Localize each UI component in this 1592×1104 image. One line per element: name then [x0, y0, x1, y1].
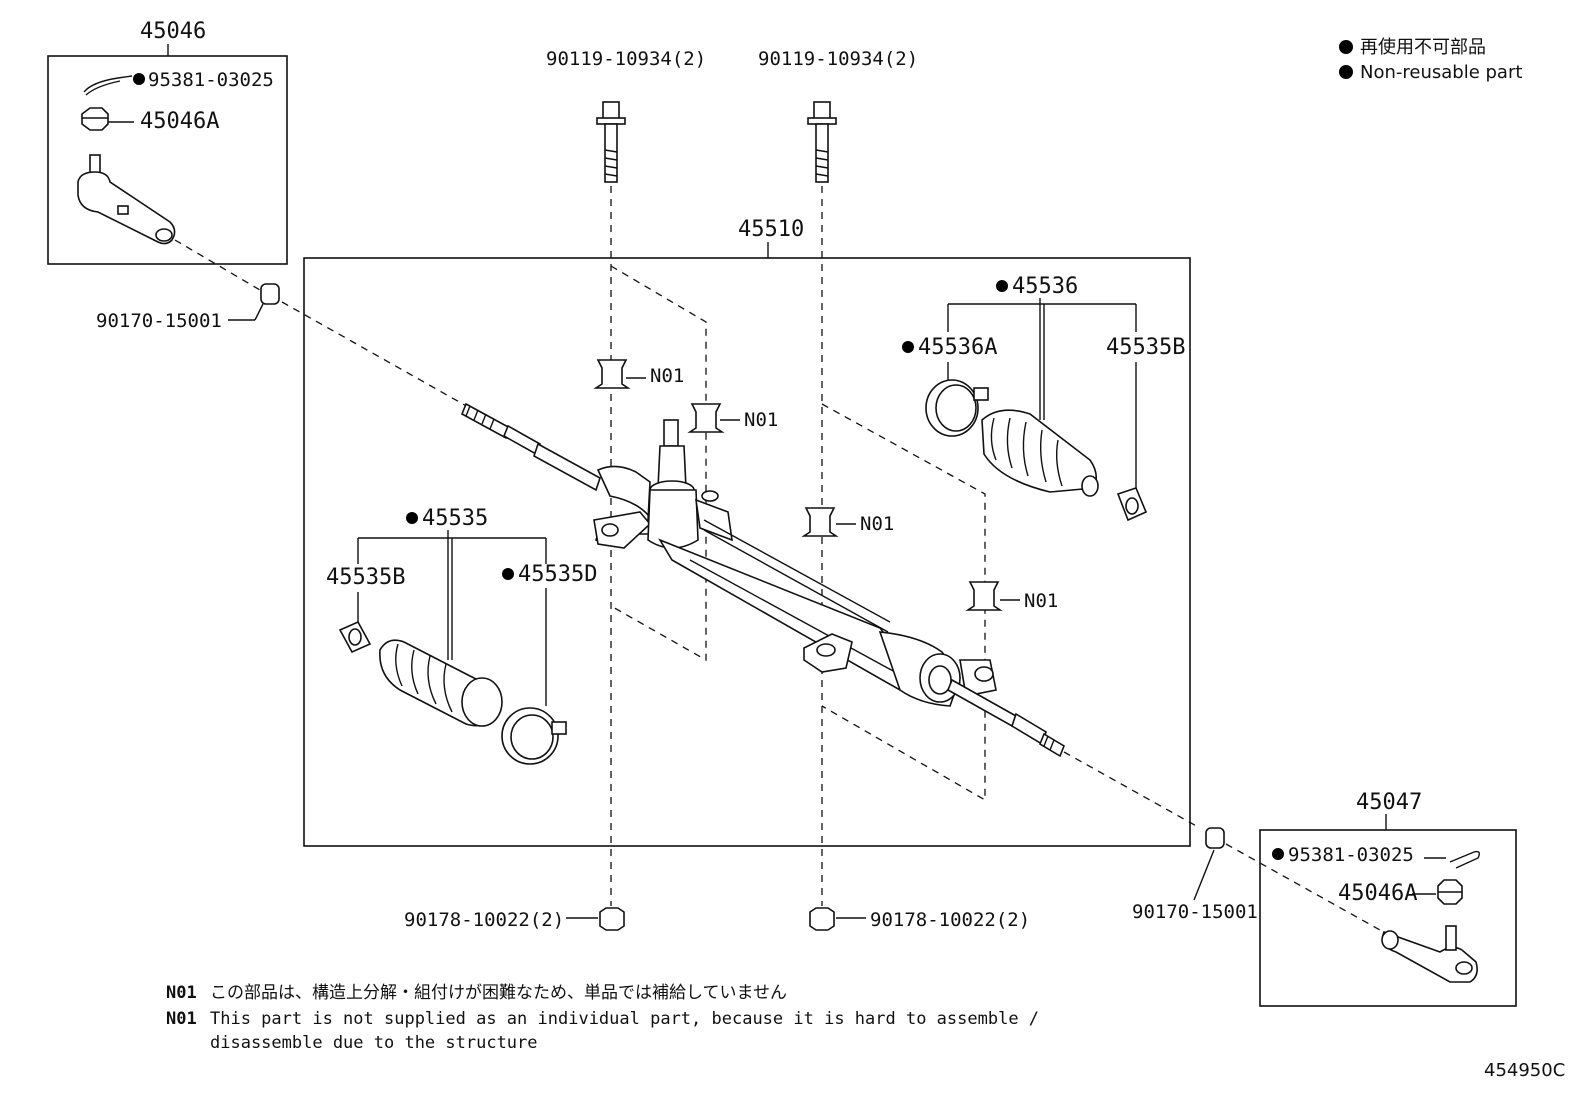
boot-clip-rh-group: 90170-15001 [1132, 827, 1258, 923]
bushing-1-group: N01 [593, 359, 684, 389]
legend-dot-icon [1339, 65, 1353, 79]
label-45536[interactable]: 45536 [1012, 274, 1078, 299]
tie-rod-end-lh-icon [77, 154, 176, 245]
clip-lh-icon [338, 620, 372, 654]
tie-rod-end-rh-box [1259, 829, 1517, 1007]
nut-b-icon [809, 907, 835, 931]
notes: N01 この部品は、構造上分解・組付けが困難なため、単品では補給していません N… [166, 983, 1039, 1053]
note-code-jp: N01 [166, 983, 197, 1003]
tie-rod-end-lh-box [47, 55, 288, 265]
nut-b-group: 90178-10022(2) [809, 907, 1030, 931]
bushing-2-group: N01 [687, 403, 778, 433]
label-45536A[interactable]: 45536A [918, 335, 997, 360]
label-95381-03025-rh[interactable]: 95381-03025 [1288, 844, 1414, 866]
boot-clip-lh-group: 90170-15001 [96, 283, 280, 332]
boot-set-rh-group: 45536 45536A 45535B [902, 274, 1185, 522]
nut-rh-icon [1437, 879, 1463, 905]
tie-rod-end-rh-group: 45047 95381-03025 45046A [1259, 790, 1517, 1007]
note-code-en: N01 [166, 1009, 197, 1029]
label-n01-4[interactable]: N01 [1024, 590, 1058, 612]
label-45510[interactable]: 45510 [738, 217, 804, 242]
tie-rod-end-rh-icon [1381, 925, 1478, 983]
label-n01-1[interactable]: N01 [650, 365, 684, 387]
legend-en: Non-reusable part [1360, 62, 1522, 83]
nut-lh-icon [81, 107, 109, 131]
bushing-4-group: N01 [965, 581, 1058, 612]
clamp-rh-icon [925, 379, 989, 437]
nut-a-icon [599, 907, 625, 931]
label-90119-10934-a[interactable]: 90119-10934(2) [546, 48, 706, 70]
label-n01-2[interactable]: N01 [744, 409, 778, 431]
bushing-icon [801, 507, 839, 537]
bushing-icon [687, 403, 725, 433]
clip-rh-icon [1116, 487, 1148, 522]
legend-dot-icon [1339, 40, 1353, 54]
legend: 再使用不可部品 Non-reusable part [1339, 37, 1522, 83]
label-95381-03025-lh[interactable]: 95381-03025 [148, 69, 274, 91]
label-90178-10022-a[interactable]: 90178-10022(2) [404, 909, 564, 931]
label-45535[interactable]: 45535 [422, 506, 488, 531]
label-n01-3[interactable]: N01 [860, 513, 894, 535]
boot-set-lh-group: 45535 45535B 45535D [326, 506, 597, 765]
label-45535D[interactable]: 45535D [518, 562, 597, 587]
label-45046[interactable]: 45046 [140, 19, 206, 44]
gear-assy-box [303, 257, 1191, 847]
label-45046A-lh[interactable]: 45046A [140, 109, 219, 134]
bushing-icon [965, 581, 1003, 611]
bolt-a-icon [596, 101, 626, 183]
label-90170-15001-rh[interactable]: 90170-15001 [1132, 901, 1258, 923]
bushing-3-group: N01 [801, 507, 894, 537]
note-en-line1: This part is not supplied as an individu… [210, 1009, 1039, 1029]
boot-clip-rh-icon [1205, 827, 1225, 849]
label-45046A-rh[interactable]: 45046A [1338, 881, 1417, 906]
label-45047[interactable]: 45047 [1356, 790, 1422, 815]
boot-clip-lh-icon [260, 283, 280, 305]
label-90170-15001-lh[interactable]: 90170-15001 [96, 310, 222, 332]
legend-jp: 再使用不可部品 [1360, 37, 1486, 58]
label-45535B-rh[interactable]: 45535B [1106, 335, 1185, 360]
note-jp: この部品は、構造上分解・組付けが困難なため、単品では補給していません [210, 983, 787, 1003]
note-en-line2: disassemble due to the structure [210, 1033, 538, 1053]
cotter-pin-lh-icon [83, 75, 133, 96]
diagram-code: 454950C [1484, 1060, 1565, 1081]
label-90178-10022-b[interactable]: 90178-10022(2) [870, 909, 1030, 931]
boot-lh-icon [379, 639, 503, 727]
bushing-icon [593, 359, 631, 389]
bolt-b-group: 90119-10934(2) [758, 48, 918, 183]
bolt-a-group: 90119-10934(2) [546, 48, 706, 183]
bolt-b-icon [807, 101, 837, 183]
clamp-lh-icon [501, 707, 567, 765]
label-90119-10934-b[interactable]: 90119-10934(2) [758, 48, 918, 70]
tie-rod-end-lh-group: 45046 95381-03025 45046A [47, 19, 288, 265]
label-45535B-lh[interactable]: 45535B [326, 565, 405, 590]
nut-a-group: 90178-10022(2) [404, 907, 625, 931]
steering-rack-icon [460, 402, 1065, 758]
boot-rh-icon [981, 409, 1099, 497]
cotter-pin-rh-icon [1449, 850, 1481, 869]
